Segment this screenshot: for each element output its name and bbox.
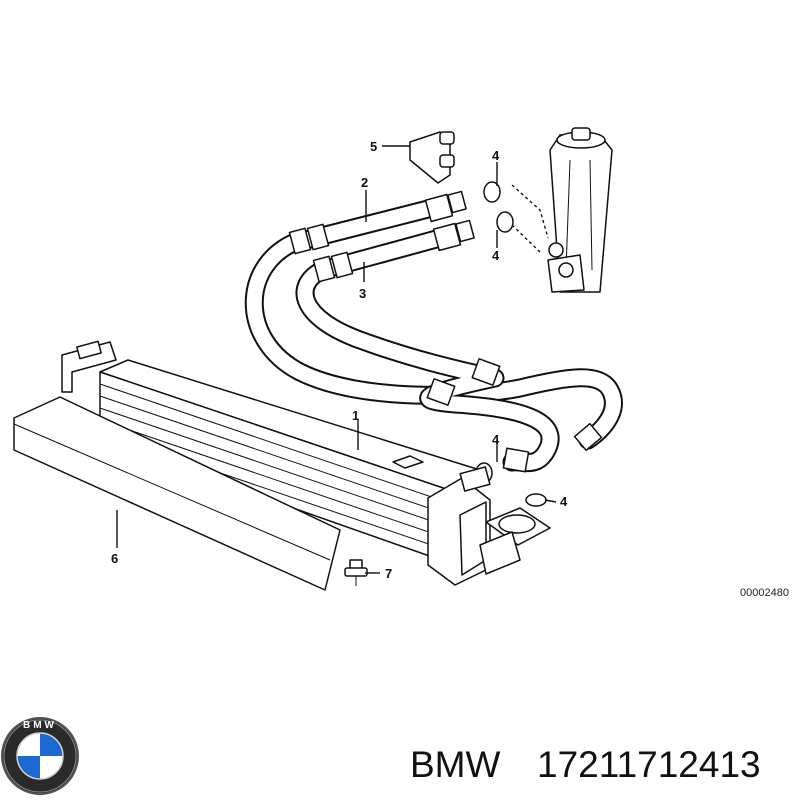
caption-brand: BMW bbox=[410, 744, 501, 785]
diagram-reference-number: 00002480 bbox=[740, 587, 789, 599]
callout-6: 6 bbox=[111, 551, 118, 566]
hose-pipe-2 bbox=[296, 198, 442, 250]
callout-4-lower: 4 bbox=[492, 432, 500, 447]
bmw-logo: BMW bbox=[1, 717, 79, 795]
callout-4-right: 4 bbox=[560, 494, 568, 509]
callout-4-mid: 4 bbox=[492, 248, 500, 263]
callout-3: 3 bbox=[359, 286, 366, 301]
bmw-logo-text: BMW bbox=[23, 720, 57, 731]
hose-fittings bbox=[288, 190, 603, 473]
caption-part-number: 17211712413 bbox=[537, 744, 761, 785]
bracket-left bbox=[61, 340, 117, 393]
callout-5: 5 bbox=[370, 139, 377, 154]
cover-panel bbox=[13, 396, 341, 591]
oil-filter-housing bbox=[547, 127, 613, 293]
oil-cooler bbox=[99, 359, 551, 586]
connector-block bbox=[409, 131, 455, 184]
callout-2: 2 bbox=[361, 175, 368, 190]
leader-lines bbox=[116, 145, 557, 574]
callout-1: 1 bbox=[352, 408, 359, 423]
callout-7: 7 bbox=[385, 566, 392, 581]
screw bbox=[344, 559, 368, 586]
callout-4-top: 4 bbox=[492, 148, 500, 163]
